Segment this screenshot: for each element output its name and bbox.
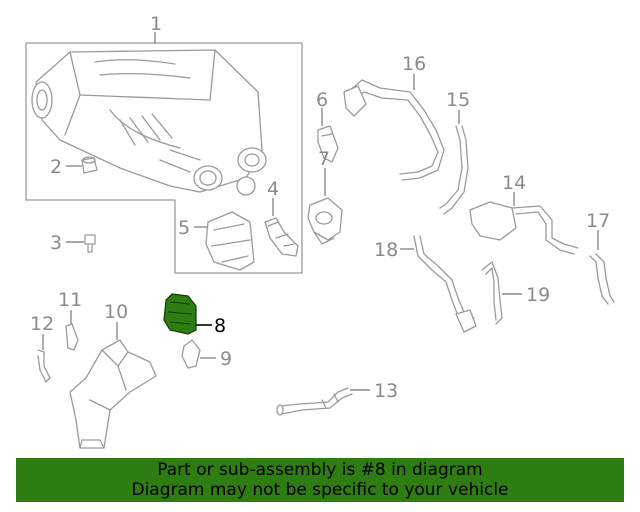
- callout-labels: 1 2 3 4 5 6 7 8 9 10 11 12 13 14 15 16 1…: [30, 13, 610, 402]
- part-8-valve-highlighted[interactable]: [163, 293, 197, 335]
- info-banner: Part or sub-assembly is #8 in diagram Di…: [16, 458, 624, 502]
- callout-15[interactable]: 15: [446, 89, 470, 111]
- callout-4[interactable]: 4: [267, 178, 279, 200]
- part-5-hose[interactable]: [205, 211, 255, 271]
- part-11-sensor[interactable]: [65, 323, 79, 351]
- callout-6[interactable]: 6: [316, 89, 328, 111]
- part-15-tube[interactable]: [439, 125, 469, 215]
- part-16-pipe[interactable]: [343, 79, 445, 181]
- callout-8[interactable]: 8: [214, 315, 226, 337]
- part-12-tube[interactable]: [37, 349, 51, 383]
- part-3-bolt[interactable]: [84, 234, 96, 253]
- part-10-air-duct[interactable]: [69, 339, 157, 449]
- callout-16[interactable]: 16: [402, 53, 426, 75]
- callout-13[interactable]: 13: [374, 380, 398, 402]
- callout-18[interactable]: 18: [374, 239, 398, 261]
- callout-10[interactable]: 10: [104, 301, 128, 323]
- part-14-pipe[interactable]: [469, 201, 579, 255]
- callout-11[interactable]: 11: [58, 289, 82, 311]
- callout-7[interactable]: 7: [318, 148, 330, 170]
- part-19-hose[interactable]: [481, 261, 503, 325]
- part-17-hose[interactable]: [589, 253, 615, 305]
- part-6-bracket[interactable]: [317, 125, 339, 163]
- part-13-pipe[interactable]: [276, 387, 353, 416]
- banner-line-1: Part or sub-assembly is #8 in diagram: [157, 460, 483, 480]
- assembly-box: [25, 42, 303, 274]
- banner-line-2: Diagram may not be specific to your vehi…: [131, 480, 509, 500]
- callout-17[interactable]: 17: [586, 210, 610, 232]
- leader-lines: [42, 32, 599, 391]
- part-18-pipe[interactable]: [413, 235, 477, 333]
- part-9-hose[interactable]: [181, 339, 201, 369]
- part-7-actuator[interactable]: [307, 197, 343, 245]
- callout-2[interactable]: 2: [50, 156, 62, 178]
- callout-19[interactable]: 19: [526, 284, 550, 306]
- callout-14[interactable]: 14: [502, 172, 526, 194]
- part-1-intake-manifold[interactable]: [31, 49, 267, 196]
- callout-5[interactable]: 5: [178, 217, 190, 239]
- callout-12[interactable]: 12: [30, 313, 54, 335]
- callout-3[interactable]: 3: [50, 232, 62, 254]
- callout-9[interactable]: 9: [220, 348, 232, 370]
- callout-1[interactable]: 1: [150, 13, 162, 35]
- part-4-hose[interactable]: [264, 217, 299, 257]
- part-2-plug[interactable]: [81, 156, 98, 174]
